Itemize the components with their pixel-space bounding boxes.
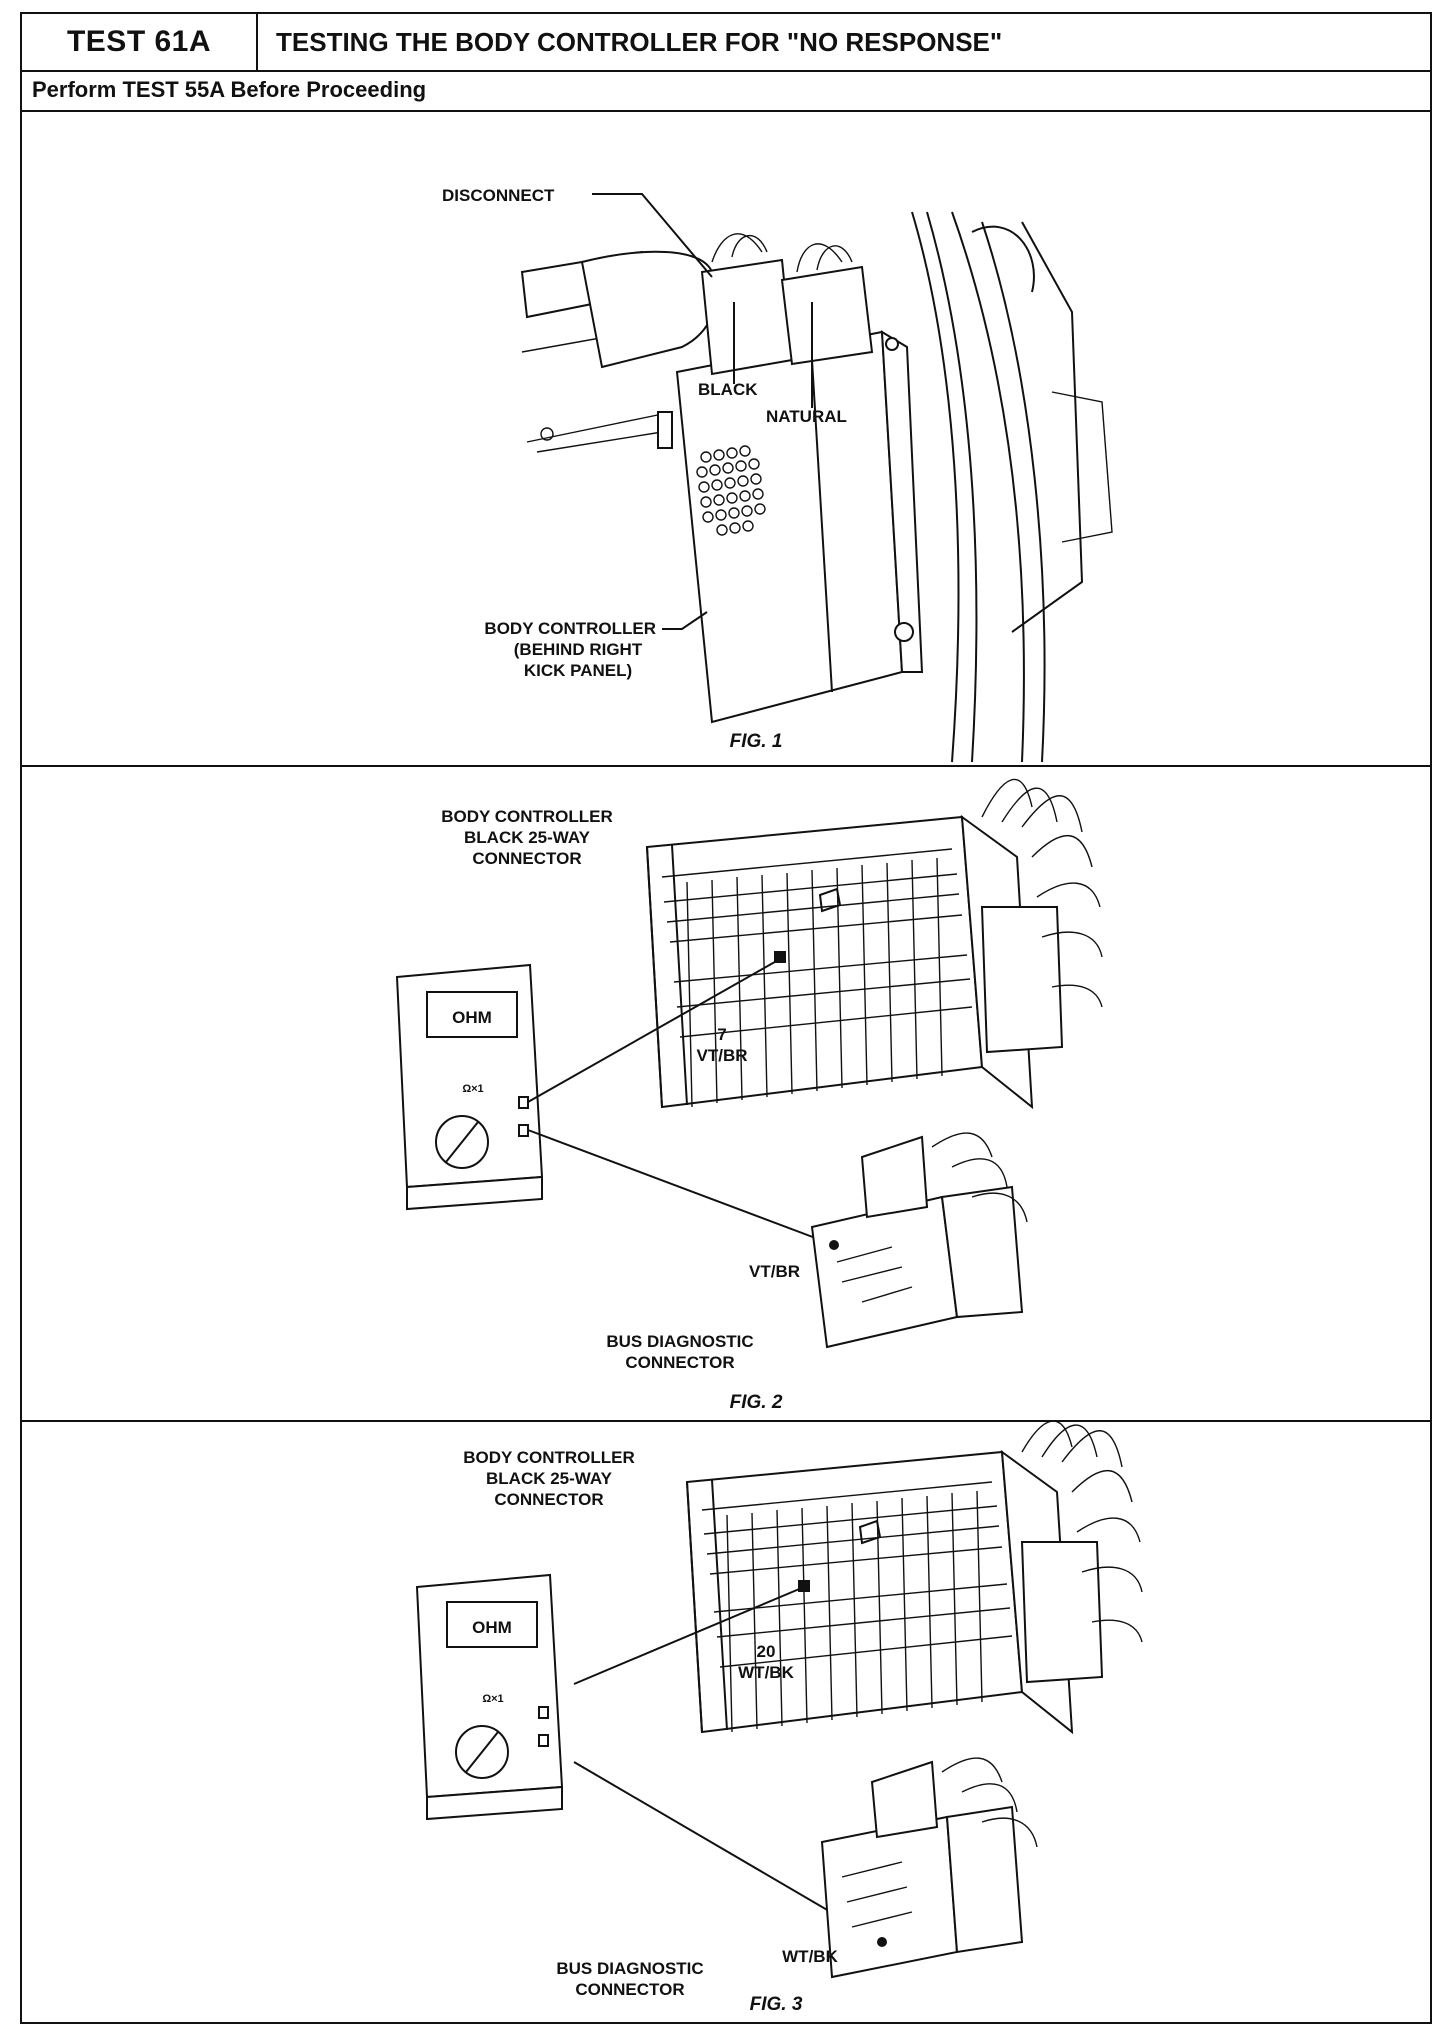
test-lead-2 [527, 1129, 835, 1246]
diagnostic-label: BUS DIAGNOSTIC [556, 1959, 703, 1978]
test-id: TEST 61A [22, 14, 258, 70]
figure-3-caption: FIG. 3 [750, 1994, 803, 2015]
prerequisite-note: Perform TEST 55A Before Proceeding [22, 70, 1430, 112]
connector-25-way-wires [1021, 1422, 1143, 1643]
body-controller-leader [662, 611, 708, 630]
bus-diagnostic-connector [820, 1760, 1024, 1979]
connector-label: BODY CONTROLLER [463, 1448, 635, 1467]
connector-wires [711, 233, 853, 273]
ohmmeter-range: Ω×1 [482, 1693, 503, 1705]
panel-screw [540, 427, 554, 441]
body-controller-location-label: (BEHIND RIGHT [514, 640, 643, 659]
figure-2-caption: FIG. 2 [730, 1392, 783, 1413]
kick-panel-bracket [1011, 221, 1084, 633]
connector-label-2: BLACK 25-WAY [464, 828, 591, 847]
disconnect-label: DISCONNECT [442, 186, 555, 205]
upper-cable [971, 225, 1035, 293]
connector-label-3: CONNECTOR [494, 1490, 603, 1509]
figure-1-illustration: DISCONNECT BLACK NATURAL BODY CONTROLLER… [442, 186, 1113, 763]
connector-25-way-wires [981, 778, 1103, 1008]
pin-number: 20 [757, 1642, 776, 1661]
diagnostic-wire-color: WT/BK [782, 1947, 838, 1966]
mount-tab [885, 337, 899, 351]
diagnostic-label-2: CONNECTOR [625, 1353, 734, 1372]
kick-panel-slot [1051, 391, 1113, 543]
diagnostic-wires [931, 1132, 1028, 1223]
header-row: TEST 61A TESTING THE BODY CONTROLLER FOR… [22, 14, 1430, 72]
diagnostic-label-2: CONNECTOR [575, 1980, 684, 1999]
figure-3-illustration: OHM Ω×1 BODY CONTROLLER BLACK 25-WAY CON… [415, 1422, 1143, 2015]
disconnect-leader [592, 193, 713, 278]
module-seam [811, 359, 833, 693]
connector-label-3: CONNECTOR [472, 849, 581, 868]
ohmmeter-display: OHM [472, 1618, 512, 1637]
ohmmeter [415, 1573, 564, 1821]
kick-panel-edge [911, 211, 1046, 763]
pin-wire-color: VT/BR [697, 1046, 748, 1065]
diagnostic-label: BUS DIAGNOSTIC [606, 1332, 753, 1351]
connector-label: BODY CONTROLLER [441, 807, 613, 826]
natural-label: NATURAL [766, 407, 847, 426]
wire-harness [580, 250, 717, 369]
vent-holes [696, 445, 766, 536]
black-25-way-connector [685, 1449, 1104, 1735]
mount-nut [894, 622, 914, 642]
pin-number: 7 [717, 1025, 726, 1044]
figure-2-panel: OHM Ω×1 BODY CONTROLLER BLACK 25-WAY CON… [22, 767, 1430, 1422]
ohmmeter [395, 963, 544, 1211]
diagnostic-wires [941, 1757, 1038, 1848]
black-label: BLACK [698, 380, 758, 399]
natural-connector [780, 265, 874, 366]
test-title: TESTING THE BODY CONTROLLER FOR "NO RESP… [276, 26, 1003, 57]
pin-wire-color: WT/BK [738, 1663, 794, 1682]
ohmmeter-display: OHM [452, 1008, 492, 1027]
figure-2-illustration: OHM Ω×1 BODY CONTROLLER BLACK 25-WAY CON… [395, 778, 1103, 1413]
panel-clip [657, 411, 673, 449]
test-lead-1 [527, 958, 781, 1103]
connector-label-2: BLACK 25-WAY [486, 1469, 613, 1488]
body-controller-location-label-2: KICK PANEL) [524, 661, 632, 680]
bus-diagnostic-connector [810, 1135, 1024, 1349]
figure-1-caption: FIG. 1 [730, 731, 783, 752]
body-controller-label: BODY CONTROLLER [484, 619, 656, 638]
test-sheet: TEST 61A TESTING THE BODY CONTROLLER FOR… [20, 12, 1432, 2024]
test-lead-1 [573, 1586, 805, 1685]
figure-1-panel: DISCONNECT BLACK NATURAL BODY CONTROLLER… [22, 112, 1430, 767]
diagnostic-wire-color: VT/BR [749, 1262, 800, 1281]
ohmmeter-range: Ω×1 [462, 1083, 483, 1095]
black-connector [700, 258, 794, 376]
black-25-way-connector [645, 814, 1064, 1110]
figure-3-panel: OHM Ω×1 BODY CONTROLLER BLACK 25-WAY CON… [22, 1422, 1430, 2022]
